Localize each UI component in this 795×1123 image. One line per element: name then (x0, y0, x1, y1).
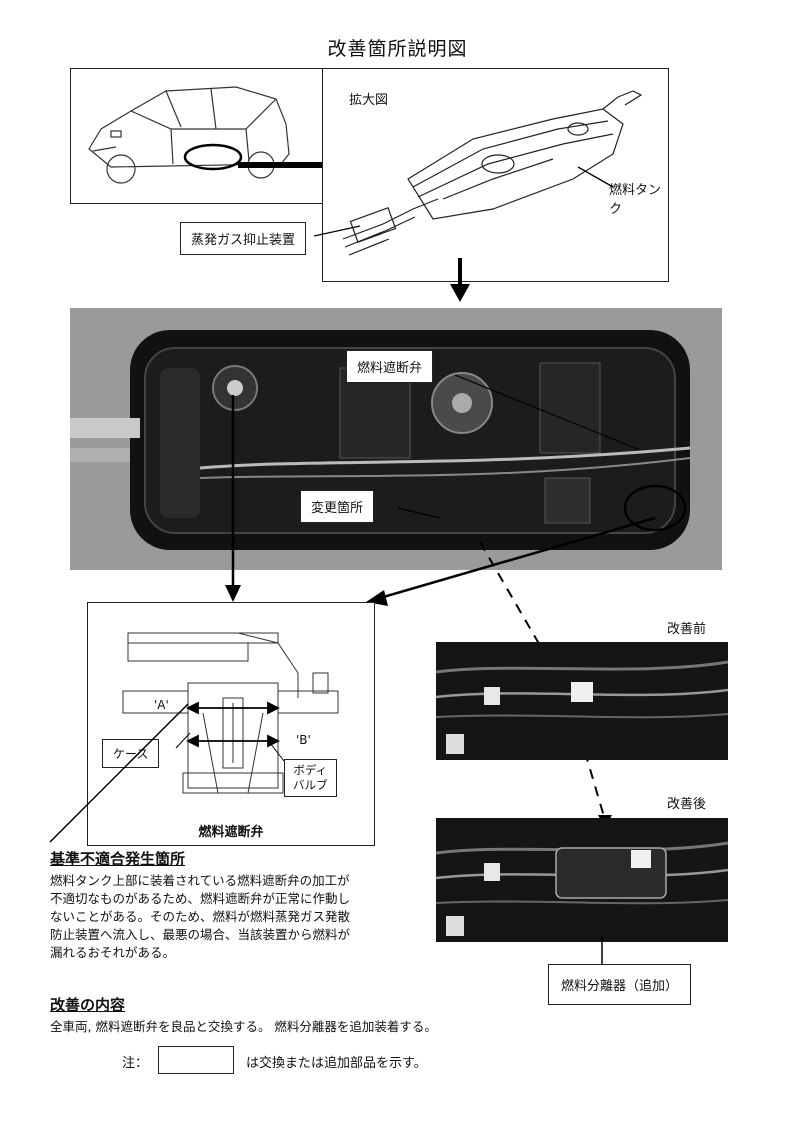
after-photo (436, 818, 728, 942)
defect-line-1: 燃料タンク上部に装着されている燃料遮断弁の加工が (50, 873, 350, 888)
defect-heading: 基準不適合発生箇所 (50, 850, 186, 868)
body-valve-label-line2: バルブ (293, 778, 328, 792)
fuel-separator-label: 燃料分離器（追加） (548, 964, 692, 1005)
body-valve-label: ボディ バルブ (284, 759, 337, 797)
fix-heading: 改善の内容 (50, 996, 126, 1014)
car-illustration-box (70, 68, 324, 204)
label-b: 'B' (296, 733, 311, 747)
zoom-label: 拡大図 (349, 93, 389, 108)
label-a: 'A' (154, 698, 169, 712)
case-label: ケース (102, 739, 160, 768)
car-drawing (88, 86, 290, 184)
zoom-box: 拡大図 燃料タンク (322, 68, 669, 282)
tank-photo-rendering (70, 308, 722, 570)
fuel-tank-drawing (342, 90, 643, 256)
diagram-caption: 燃料遮断弁 (198, 825, 264, 840)
defect-line-4: 防止装置へ流入し、最悪の場合、当該装置から燃料が (50, 927, 351, 942)
evap-pointer (314, 225, 361, 237)
before-label: 改善前 (667, 622, 707, 637)
fix-text: 全車両, 燃料遮断弁を良品と交換する。 燃料分離器を追加装着する。 (50, 1019, 437, 1034)
evap-device-label: 蒸発ガス抑止装置 (180, 222, 307, 255)
after-label: 改善後 (667, 797, 707, 812)
separator-pointer (601, 936, 603, 964)
fuel-tank-label: 燃料タンク (609, 183, 662, 217)
tank-photo: 燃料遮断弁 変更箇所 (70, 308, 722, 570)
fuel-cutoff-valve-label: 燃料遮断弁 (346, 350, 434, 383)
arrow-to-photo (450, 258, 470, 302)
note-prefix: 注： (122, 1056, 149, 1071)
defect-line-2: 不適切なものがあるため、燃料遮断弁が正常に作動し (50, 891, 351, 906)
page-title: 改善箇所説明図 (327, 38, 468, 60)
change-location-label: 変更箇所 (300, 490, 375, 523)
defect-line-3: ないことがある。そのため、燃料が燃料蒸発ガス発散 (50, 909, 351, 924)
note-legend-box (158, 1046, 234, 1074)
defect-line-5: 漏れるおそれがある。 (50, 945, 176, 960)
after-photo-rendering (436, 818, 728, 942)
valve-diagram-box: 'A' 'B' ケース ボディ バルブ 燃料遮断弁 (87, 602, 375, 846)
before-photo-rendering (436, 642, 728, 760)
diagram-to-text-arrow (49, 703, 189, 843)
body-valve-label-line1: ボディ (293, 763, 328, 777)
valve-diagram (122, 632, 339, 794)
defect-description: 燃料タンク上部に装着されている燃料遮断弁の加工が 不適切なものがあるため、燃料遮… (50, 872, 430, 962)
before-photo (436, 642, 728, 760)
note-suffix: は交換または追加部品を示す。 (246, 1056, 427, 1071)
